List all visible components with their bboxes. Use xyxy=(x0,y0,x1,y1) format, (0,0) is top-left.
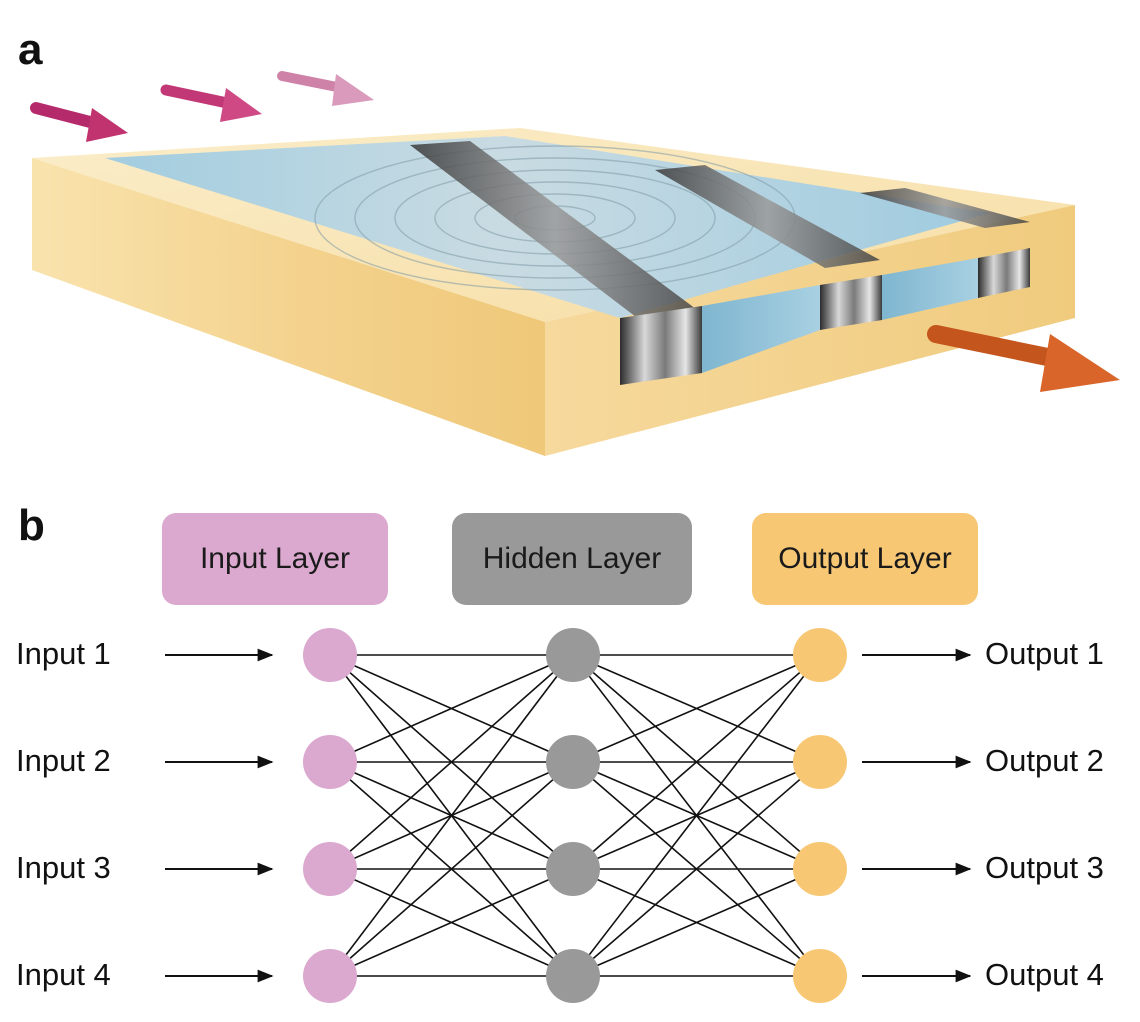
edge-input-4-to-hidden-3 xyxy=(329,868,574,977)
hidden-layer-label: Hidden Layer xyxy=(483,542,661,575)
outgoing-arrow xyxy=(927,325,1120,392)
output-node-1 xyxy=(793,628,847,682)
input-layer-label: Input Layer xyxy=(200,542,350,575)
metal-strip-3-top xyxy=(860,188,1030,228)
device-illustration xyxy=(30,71,1120,456)
panel-label-b: b xyxy=(18,501,45,550)
panel-label-a: a xyxy=(18,25,43,74)
metal-strip-1-face xyxy=(620,306,702,385)
io-arrows xyxy=(165,648,972,983)
output-node-2 xyxy=(793,735,847,789)
hidden-node-3 xyxy=(546,842,600,896)
metal-strip-2-top xyxy=(655,165,880,268)
input-label-4: Input 4 xyxy=(16,957,111,992)
edge-input-4-to-hidden-1 xyxy=(329,654,574,977)
output-label-1: Output 1 xyxy=(985,636,1104,671)
layer-header-input: Input Layer xyxy=(162,513,388,605)
input-node-2 xyxy=(303,735,357,789)
edge-hidden-4-to-output-2 xyxy=(572,761,821,977)
output-label-3: Output 3 xyxy=(985,850,1104,885)
water-face-2 xyxy=(882,258,978,320)
input-node-3 xyxy=(303,842,357,896)
incoming-arrow-3 xyxy=(277,71,374,106)
water-face-1 xyxy=(702,285,820,373)
metal-strip-3-face xyxy=(978,248,1030,298)
hidden-node-2 xyxy=(546,735,600,789)
input-label-2: Input 2 xyxy=(16,743,111,778)
metal-strip-1-top xyxy=(410,141,700,320)
layer-header-output: Output Layer xyxy=(752,513,978,605)
network-nodes xyxy=(303,628,847,1003)
substrate-front-face xyxy=(32,158,545,456)
input-node-1 xyxy=(303,628,357,682)
layer-header-hidden: Hidden Layer xyxy=(452,513,692,605)
edge-input-4-to-hidden-2 xyxy=(329,761,574,977)
incoming-arrow-1 xyxy=(30,102,128,142)
metal-strip-2-face xyxy=(820,275,882,330)
input-label-1: Input 1 xyxy=(16,636,111,671)
output-node-3 xyxy=(793,842,847,896)
output-node-4 xyxy=(793,949,847,1003)
output-label-2: Output 2 xyxy=(985,743,1104,778)
hidden-node-4 xyxy=(546,949,600,1003)
incoming-arrow-2 xyxy=(160,84,262,122)
output-layer-label: Output Layer xyxy=(778,542,951,575)
hidden-node-1 xyxy=(546,628,600,682)
edge-input-3-to-hidden-1 xyxy=(329,654,574,870)
output-label-4: Output 4 xyxy=(985,957,1104,992)
edge-hidden-4-to-output-3 xyxy=(572,868,821,977)
input-node-4 xyxy=(303,949,357,1003)
edge-hidden-4-to-output-1 xyxy=(572,654,821,977)
edge-hidden-2-to-output-1 xyxy=(572,654,821,763)
input-label-3: Input 3 xyxy=(16,850,111,885)
edge-input-2-to-hidden-1 xyxy=(329,654,574,763)
edge-hidden-3-to-output-1 xyxy=(572,654,821,870)
network-edges xyxy=(329,654,821,977)
